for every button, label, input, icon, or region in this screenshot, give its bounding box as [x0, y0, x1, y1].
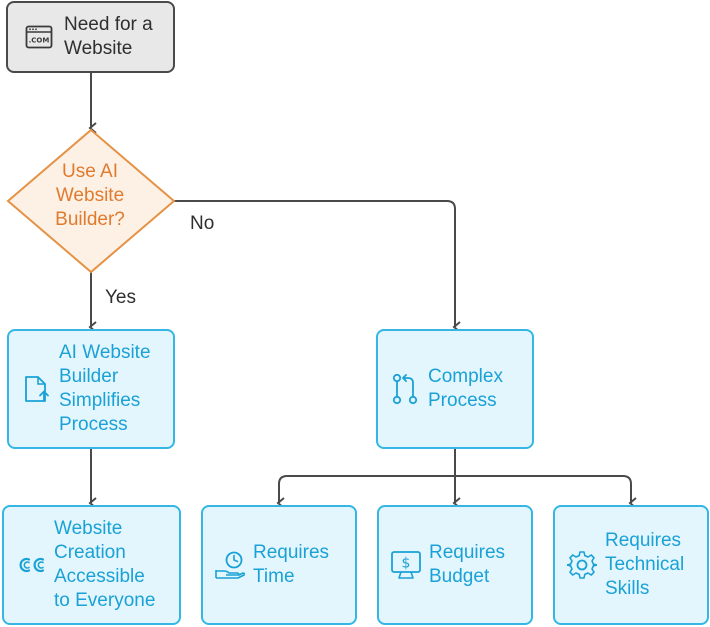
ai-builder-label: AI Website Builder Simplifies Process: [59, 342, 151, 435]
start-node-label: Need for a Website: [64, 14, 153, 59]
decision-diamond: [6, 128, 176, 274]
edge-decision-no: [174, 200, 461, 333]
accessible-label: Website Creation Accessible to Everyone: [54, 518, 156, 611]
time-hand-icon: [213, 549, 247, 581]
decision-label: Use AI Website Builder?: [55, 161, 125, 230]
edge-label-yes: Yes: [105, 287, 136, 308]
requires-skills-node: Requires Technical Skills: [553, 505, 709, 625]
complex-process-node: Complex Process: [376, 329, 534, 449]
edge-complex-to-time: [276, 475, 455, 509]
requires-skills-label: Requires Technical Skills: [605, 530, 685, 599]
cc-icon: [14, 555, 50, 575]
dollar-monitor-icon: $: [389, 549, 423, 581]
gear-icon: [565, 550, 599, 580]
git-compare-icon: [388, 372, 422, 406]
requires-budget-label: Requires Budget: [429, 542, 506, 587]
edge-label-no: No: [190, 213, 215, 234]
start-node: .COM Need for a Website: [6, 1, 175, 73]
requires-time-node: Requires Time: [201, 505, 357, 625]
accessible-node: Website Creation Accessible to Everyone: [2, 505, 181, 625]
requires-time-label: Requires Time: [253, 542, 330, 587]
ai-builder-node: AI Website Builder Simplifies Process: [7, 329, 175, 449]
file-upload-icon: [19, 374, 55, 404]
requires-budget-node: $ Requires Budget: [377, 505, 533, 625]
edge-complex-to-skills: [455, 475, 637, 509]
complex-process-label: Complex Process: [428, 366, 503, 411]
svg-text:$: $: [402, 556, 411, 572]
svg-text:.COM: .COM: [29, 37, 50, 45]
web-domain-icon: .COM: [22, 25, 56, 49]
